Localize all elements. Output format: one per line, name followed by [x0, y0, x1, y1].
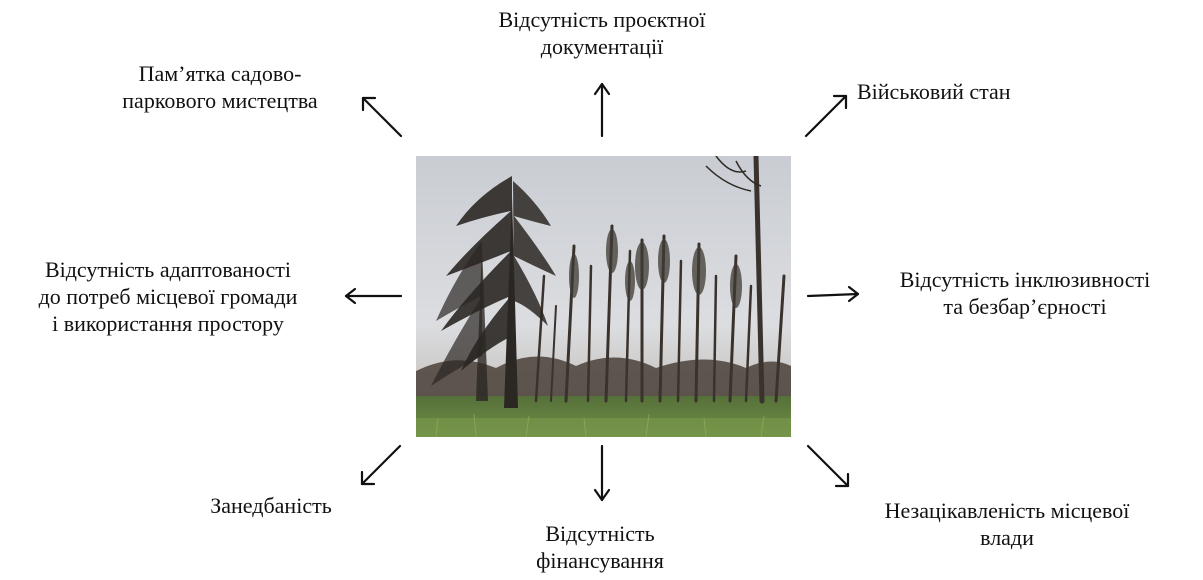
label-line: фінансування	[536, 548, 664, 573]
label-local-authority-disinterest: Незацікавленість місцевої влади	[852, 497, 1162, 551]
dead-trees-image	[416, 156, 791, 437]
label-line: Військовий стан	[857, 79, 1011, 104]
label-line: Відсутність	[545, 521, 655, 546]
label-no-project-documentation: Відсутність проєктної документації	[468, 6, 736, 60]
label-line: та безбар’єрності	[943, 294, 1107, 319]
arrow-up	[593, 82, 611, 138]
label-line: Занедбаність	[210, 493, 332, 518]
label-line: Незацікавленість місцевої	[884, 498, 1130, 523]
label-line: Відсутність адаптованості	[44, 257, 292, 282]
arrow-up-right	[804, 94, 848, 138]
arrow-down-right	[806, 444, 850, 488]
arrow-down-left	[360, 444, 402, 486]
label-garden-park-monument: Пам’ятка садово- паркового мистецтва	[95, 60, 345, 114]
arrow-right	[806, 285, 860, 303]
label-line: документації	[540, 34, 664, 59]
label-no-inclusivity: Відсутність інклюзивності та безбар’єрно…	[880, 266, 1170, 320]
arrow-down	[593, 444, 611, 502]
label-line: Відсутність інклюзивності	[899, 267, 1151, 292]
label-line: до потреб місцевої громади	[38, 284, 298, 309]
label-no-adaptation: Відсутність адаптованості до потреб місц…	[8, 256, 328, 337]
label-martial-law: Військовий стан	[857, 78, 1027, 105]
label-neglect: Занедбаність	[186, 492, 356, 519]
label-line: і використання простору	[52, 311, 284, 336]
label-line: влади	[980, 525, 1034, 550]
arrow-left	[344, 287, 403, 305]
label-no-funding: Відсутність фінансування	[505, 520, 695, 574]
arrow-up-left	[361, 96, 403, 138]
label-line: паркового мистецтва	[122, 88, 318, 113]
label-line: Пам’ятка садово-	[138, 61, 302, 86]
label-line: Відсутність проєктної	[498, 7, 706, 32]
forest-photo	[416, 156, 791, 437]
